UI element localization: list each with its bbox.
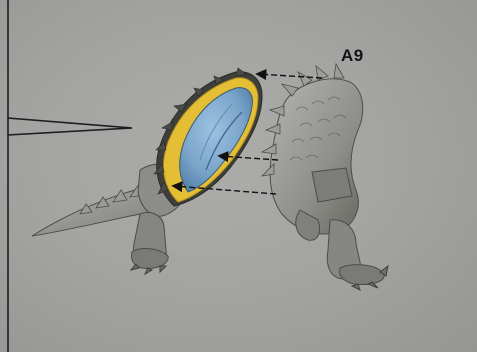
back-armor-plate <box>154 68 262 206</box>
assembly-arrow-top <box>258 74 322 78</box>
panel-frame-lines <box>8 0 132 352</box>
dragon-torso <box>262 64 388 290</box>
step-label: A9 <box>341 46 364 66</box>
